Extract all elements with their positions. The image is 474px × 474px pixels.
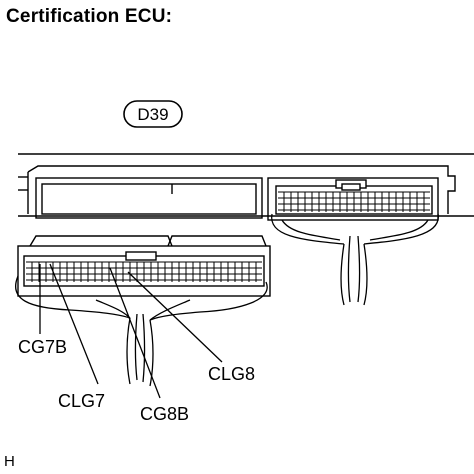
upper-left-connector xyxy=(35,177,263,219)
upper-right-connector xyxy=(267,177,439,221)
connector-code-badge: D39 xyxy=(123,100,183,128)
callout-cg8b: CG8B xyxy=(140,404,190,424)
leader-clg8 xyxy=(127,271,223,363)
ecu-body xyxy=(18,153,474,217)
callout-cg7b: CG7B xyxy=(18,337,68,357)
callout-clg8: CLG8 xyxy=(208,364,256,384)
diagram-title: Certification ECU: xyxy=(6,6,173,27)
footer-mark: H xyxy=(4,453,15,470)
callout-leaders xyxy=(39,263,223,399)
lower-left-connector-pins xyxy=(26,261,262,282)
lower-left-connector xyxy=(17,235,271,297)
leader-cg8b xyxy=(109,267,161,399)
connector-code-text: D39 xyxy=(137,105,168,124)
upper-right-wire-harness xyxy=(271,213,439,306)
upper-right-connector-pins xyxy=(278,191,430,212)
lower-left-wire-harness xyxy=(15,275,268,387)
callout-clg7: CLG7 xyxy=(58,391,106,411)
leader-clg7 xyxy=(49,263,99,385)
